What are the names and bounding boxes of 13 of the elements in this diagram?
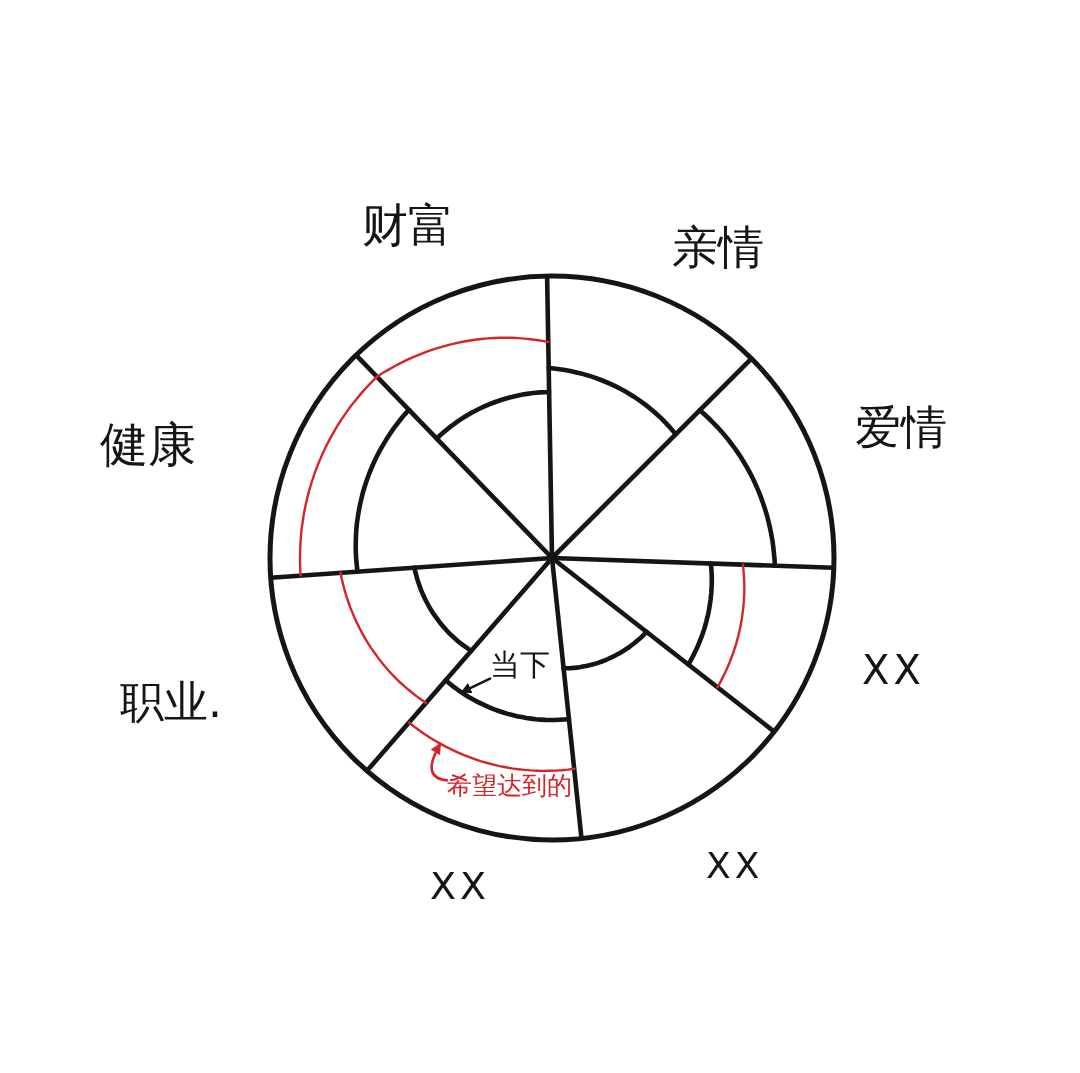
leader-arrow xyxy=(460,677,492,694)
category-label: 健康 xyxy=(100,418,196,471)
annotation-text: 当下 xyxy=(490,648,550,681)
category-label: XX xyxy=(706,846,764,886)
category-label: XX xyxy=(430,866,491,908)
category-label: 财富 xyxy=(362,200,454,251)
target-level-arc xyxy=(407,721,576,773)
category-label: 职业. xyxy=(120,678,222,727)
annotation-text: 希望达到的 xyxy=(447,772,572,800)
category-label: XX xyxy=(862,648,925,692)
category-label: 亲情 xyxy=(672,222,764,273)
current-level-arc xyxy=(443,678,572,723)
category-label: 爱情 xyxy=(855,402,947,453)
